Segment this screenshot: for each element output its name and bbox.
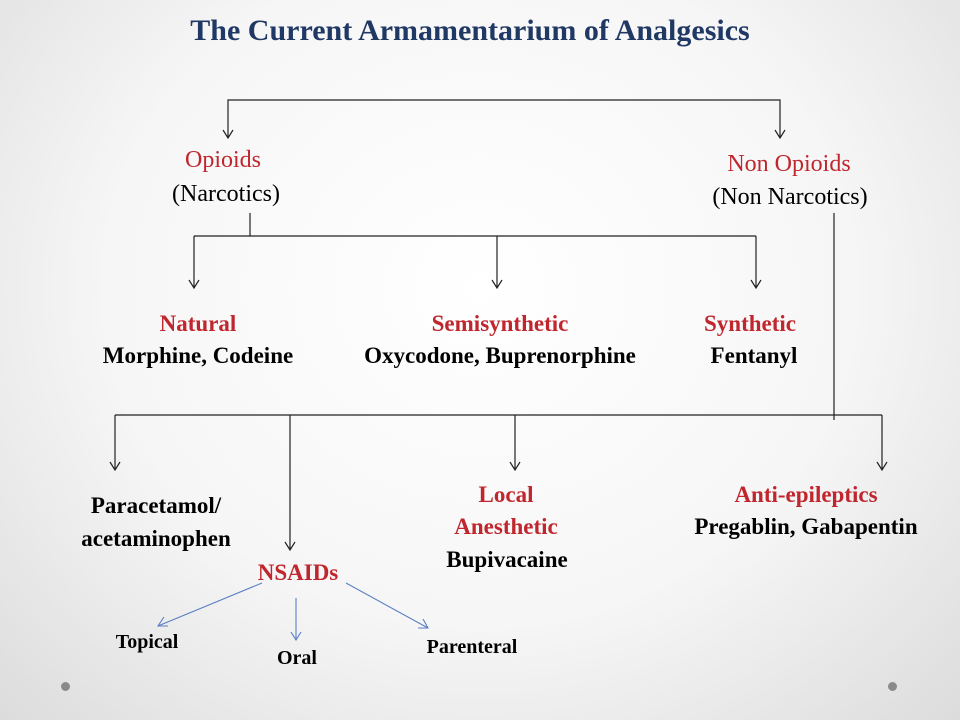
nsaids-label: NSAIDs (257, 560, 339, 585)
synthetic-label: Synthetic (704, 311, 796, 336)
arrow-to-parenteral (345, 582, 429, 629)
natural-examples: Morphine, Codeine (102, 343, 294, 368)
paracetamol-line2: acetaminophen (81, 526, 231, 551)
semisynthetic-label: Semisynthetic (431, 311, 569, 336)
local-anesthetic-line2: Anesthetic (454, 514, 558, 539)
arrow-to-paracetamol (109, 415, 121, 472)
arrow-to-natural (188, 236, 200, 290)
arrow-to-opioids (222, 120, 234, 140)
arrow-to-local-anesthetic (509, 415, 521, 472)
arrow-to-anti-epileptics (876, 415, 888, 472)
slide-dot-right (888, 682, 897, 691)
non-opioids-sublabel: (Non Narcotics) (712, 184, 868, 210)
paracetamol-line1: Paracetamol/ (90, 493, 222, 518)
arrow-to-topical (156, 582, 263, 627)
opioid-branch-connector (194, 213, 756, 237)
arrow-to-semisynthetic (491, 236, 503, 290)
opioids-label: Opioids (184, 147, 262, 173)
route-topical: Topical (115, 631, 179, 653)
anti-epileptics-label: Anti-epileptics (734, 482, 878, 507)
anti-epileptics-examples: Pregablin, Gabapentin (694, 514, 918, 539)
route-oral: Oral (277, 647, 317, 669)
route-parenteral: Parenteral (426, 636, 518, 658)
arrow-to-nsaids (284, 415, 296, 552)
arrow-to-synthetic (750, 236, 762, 290)
natural-label: Natural (159, 311, 237, 336)
top-split-connector (227, 99, 781, 120)
slide-dot-left (61, 682, 70, 691)
opioids-sublabel: (Narcotics) (172, 181, 280, 207)
semisynthetic-examples: Oxycodone, Buprenorphine (364, 343, 636, 368)
local-anesthetic-examples: Bupivacaine (446, 547, 568, 572)
arrow-to-oral (290, 598, 302, 642)
arrow-to-non-opioids (774, 120, 786, 140)
page-title: The Current Armamentarium of Analgesics (190, 14, 750, 47)
synthetic-examples: Fentanyl (710, 343, 798, 368)
local-anesthetic-line1: Local (478, 482, 534, 507)
non-opioids-label: Non Opioids (727, 151, 851, 177)
